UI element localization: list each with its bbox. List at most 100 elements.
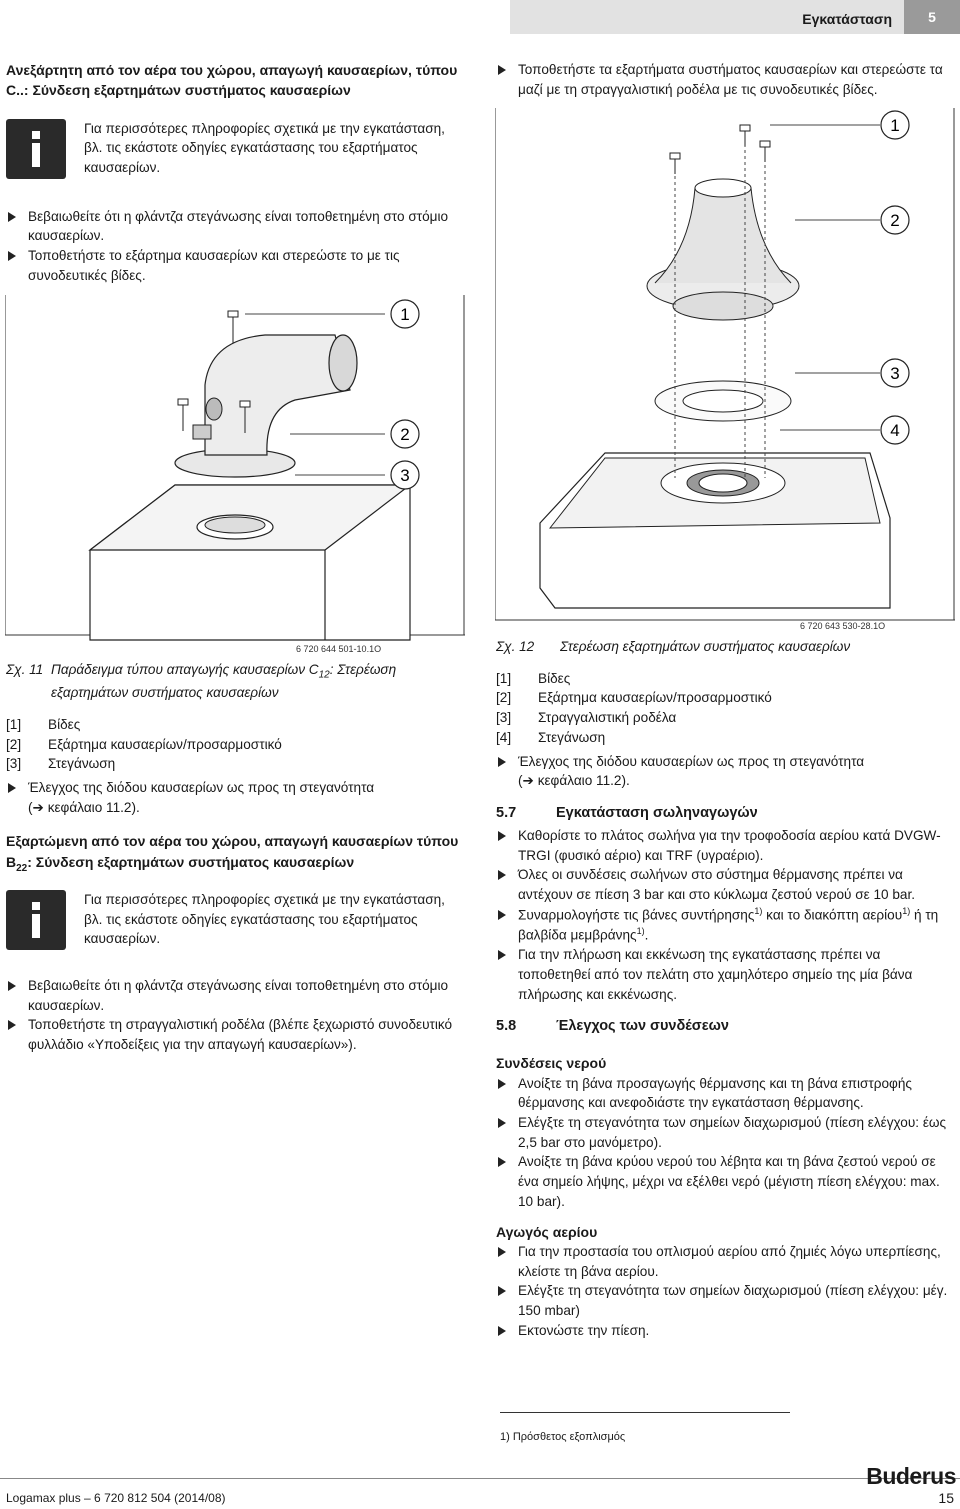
boiler-flue-adapter-illustration: 1 2 3 (4, 295, 465, 641)
bullet-item: Τοποθετήστε το εξάρτημα καυσαερίων και σ… (6, 246, 466, 285)
section-heading-b22: Εξαρτώμενη από τον αέρα του χώρου, απαγω… (6, 831, 466, 876)
bullet-item: Τοποθετήστε τα εξαρτήματα συστήματος καυ… (496, 60, 956, 99)
figure-code: 6 720 644 501-10.1O (296, 644, 382, 654)
legend-text: Στεγάνωση (48, 756, 116, 772)
legend-text: Βίδες (48, 716, 81, 732)
info-icon (6, 890, 66, 951)
water-connections-heading: Συνδέσεις νερού (496, 1055, 607, 1072)
legend-list: [1]Βίδες [2]Εξάρτημα καυσαερίων/προσαρμο… (496, 669, 956, 748)
legend-text: Βίδες (538, 670, 571, 686)
footnote-rule (500, 1412, 790, 1413)
callout-1: 1 (890, 116, 899, 135)
left-column: Ανεξάρτητη από τον αέρα του χώρου, απαγω… (6, 60, 466, 285)
legend-item: [1] Βίδες (6, 715, 466, 735)
right-top: Τοποθετήστε τα εξαρτήματα συστήματος καυ… (496, 60, 956, 99)
info-glyph-icon (32, 902, 40, 939)
legend-text: Εξάρτημα καυσαερίων/προσαρμοστικό (48, 736, 282, 752)
caption-part: : Στερέωση εξαρτημάτων συστήματος καυσαε… (51, 662, 397, 701)
header-bar (510, 0, 960, 34)
info-text-1: Για περισσότερες πληροφορίες σχετικά με … (84, 120, 445, 175)
callout-2: 2 (400, 425, 409, 444)
legend-list: [1] Βίδες [2] Εξάρτημα καυσαερίων/προσαρμο… (6, 715, 466, 774)
info-glyph-icon (32, 130, 40, 167)
chapter-reference: (➔ κεφάλαιο 11.2). (518, 773, 630, 789)
callout-3: 3 (890, 364, 899, 383)
bullet-item: Τοποθετήστε τη στραγγαλιστική ροδέλα (βλ… (6, 1015, 466, 1054)
text-part: και το διακόπτη αερίου (762, 907, 903, 923)
figure-caption: Σχ. 11 Παράδειγμα τύπου απαγωγής καυσαερ… (6, 660, 466, 703)
callout-1: 1 (400, 305, 409, 324)
legend-num: [3] (496, 710, 512, 726)
footnote: 1) Πρόσθετος εξοπλισμός (500, 1431, 626, 1443)
chapter-number: 5 (904, 0, 960, 34)
heading-text: Εξαρτώμενη από τον αέρα του χώρου, απαγω… (6, 833, 459, 850)
figure-code: 6 720 643 530-28.1O (800, 621, 886, 631)
left-lower: Σχ. 11 Παράδειγμα τύπου απαγωγής καυσαερ… (6, 660, 466, 1055)
caption-label: Σχ. 12 (496, 639, 535, 654)
legend-num: [1] (496, 670, 512, 686)
caption-label: Σχ. 11 (6, 662, 44, 677)
footer-rule (0, 1478, 960, 1479)
figure-caption: Σχ. 12 Στερέωση εξαρτημάτων συστήματος κ… (496, 637, 956, 657)
section-title: Εγκατάσταση σωληναγωγών (556, 804, 758, 821)
figure-12: 1 2 3 4 (494, 108, 955, 623)
chapter-reference: (➔ κεφάλαιο 11.2). (28, 799, 140, 815)
caption-subscript: 12 (318, 669, 330, 681)
check-text: Έλεγχος της διόδου καυσαερίων ως προς τη… (518, 753, 865, 769)
section-5-8-heading: 5.8 Έλεγχος των συνδέσεων (496, 1016, 956, 1037)
legend-item: [2] Εξάρτημα καυσαερίων/προσαρμοστικό (6, 735, 466, 755)
bullet-item: Ελέγξτε τη στεγανότητα των σημείων διαχω… (496, 1281, 956, 1320)
text-part: . (644, 927, 649, 943)
flue-components-exploded-illustration: 1 2 3 4 (494, 108, 955, 621)
right-lower: Σχ. 12 Στερέωση εξαρτημάτων συστήματος κ… (496, 637, 956, 1340)
bullet-item: Ελέγξτε τη στεγανότητα των σημείων διαχω… (496, 1113, 956, 1152)
legend-num: [2] (496, 690, 512, 706)
footnote-ref: 1) (636, 925, 645, 936)
caption-text: Παράδειγμα τύπου απαγωγής καυσαερίων C12… (51, 660, 466, 703)
bullet-item: Καθορίστε το πλάτος σωλήνα για την τροφο… (496, 826, 956, 865)
legend-item: [3]Στεγάνωση (6, 754, 466, 774)
bullet-item: Ανοίξτε τη βάνα κρύου νερού του λέβητα κ… (496, 1152, 956, 1211)
heading-text: B (6, 853, 17, 870)
section-heading-c: Ανεξάρτητη από τον αέρα του χώρου, απαγω… (6, 62, 458, 99)
legend-text: Στεγάνωση (538, 729, 606, 745)
bullet-item: Βεβαιωθείτε ότι η φλάντζα στεγάνωσης είν… (6, 207, 466, 246)
bullet-item: Για την πλήρωση και εκκένωση της εγκατάσ… (496, 945, 956, 1004)
legend-item: [3] Στραγγαλιστική ροδέλα (496, 708, 956, 728)
bullet-item: Όλες οι συνδέσεις σωλήνων στο σύστημα θέ… (496, 865, 956, 904)
heading-text: : Σύνδεση εξαρτημάτων συστήματος καυσαερ… (27, 853, 355, 870)
text-part: Συναρμολογήστε τις βάνες συντήρησης (518, 907, 755, 923)
legend-item: [1] Βίδες (496, 669, 956, 689)
legend-item: [4] Στεγάνωση (496, 728, 956, 748)
callout-4: 4 (890, 421, 899, 440)
callout-3: 3 (400, 466, 409, 485)
bullet-item: Για την προστασία του οπλισμού αερίου απ… (496, 1242, 956, 1281)
info-icon (6, 118, 66, 179)
legend-num: [2] (6, 736, 22, 752)
footnote-ref: 1) (754, 905, 763, 916)
caption-text: Στερέωση εξαρτημάτων συστήματος καυσαερί… (560, 639, 851, 654)
legend-num: [4] (496, 729, 512, 745)
section-title: Έλεγχος των συνδέσεων (556, 1018, 729, 1035)
bullet-item: Ανοίξτε τη βάνα προσαγωγής θέρμανσης και… (496, 1074, 956, 1113)
section-number: 5.8 (496, 1018, 517, 1035)
heading-subscript: 22 (16, 862, 28, 874)
callout-2: 2 (890, 211, 899, 230)
info-box-2: Για περισσότερες πληροφορίες σχετικά με … (6, 890, 466, 951)
caption-part: Παράδειγμα τύπου απαγωγής καυσαερίων C (51, 662, 319, 677)
section-number: 5.7 (496, 804, 517, 821)
buderus-logo: Buderus (866, 1463, 956, 1489)
footnote-ref: 1) (902, 905, 911, 916)
section-5-7-heading: 5.7 Εγκατάσταση σωληναγωγών (496, 803, 956, 824)
info-box-1: Για περισσότερες πληροφορίες σχετικά με … (6, 118, 466, 179)
legend-num: [1] (6, 716, 22, 732)
document-id: Logamax plus – 6 720 812 504 (2014/08) (6, 1491, 226, 1505)
chapter-title: Εγκατάσταση (802, 11, 892, 27)
bullet-item: Έλεγχος της διόδου καυσαερίων ως προς τη… (496, 752, 956, 791)
text-part: ή τη βαλβίδα μεμβράνης (518, 907, 939, 943)
legend-text: Στραγγαλιστική ροδέλα (538, 710, 677, 726)
bullet-item: Έλεγχος της διόδου καυσαερίων ως προς τη… (6, 778, 466, 817)
gas-line-heading: Αγωγός αερίου (496, 1223, 598, 1240)
check-text: Έλεγχος της διόδου καυσαερίων ως προς τη… (28, 780, 375, 796)
page-number: 15 (938, 1490, 954, 1506)
